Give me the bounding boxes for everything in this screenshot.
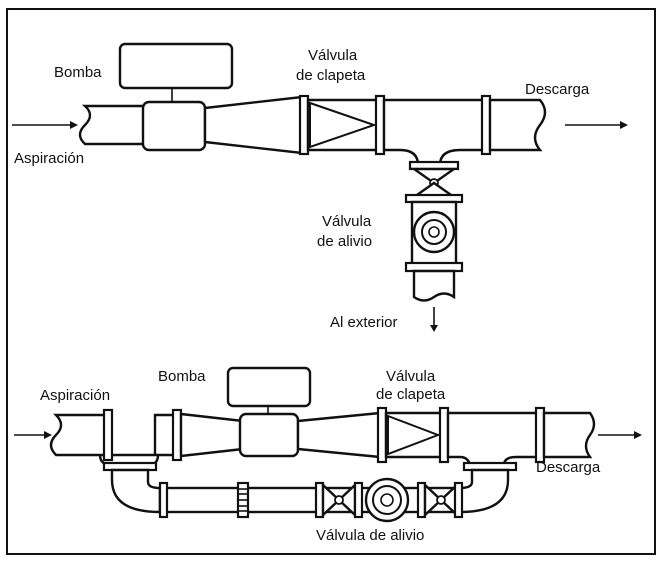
flange (453, 481, 464, 519)
check-valve-label-line2: de clapeta (296, 67, 366, 84)
bypass-pipe (158, 486, 462, 514)
outlet-arrow (598, 431, 642, 439)
relief-valve-label-line1: Válvula (322, 213, 372, 230)
check-valve-label-line1: Válvula (386, 368, 436, 385)
check-valve-label-line2: de clapeta (376, 386, 446, 403)
outside-label: Al exterior (330, 314, 398, 331)
suction-label: Aspiración (40, 387, 110, 404)
reducer-cone (179, 412, 245, 458)
top-diagram: Bomba Válvula de clapeta Descarga Aspira… (12, 42, 628, 332)
pump-motor (226, 366, 312, 408)
bottom-diagram: Aspiración Bomba Válvula de clapeta Desc… (14, 366, 642, 544)
flange (353, 481, 364, 519)
drain-pipe (412, 269, 456, 302)
pump-body (238, 412, 300, 458)
bypass-elbow-right (458, 468, 510, 514)
suction-label: Aspiración (14, 150, 84, 167)
check-valve-label-line1: Válvula (308, 47, 358, 64)
relief-valve-label-line2: de alivio (317, 233, 372, 250)
discharge-label: Descarga (536, 459, 601, 476)
inlet-arrow (14, 431, 52, 439)
suction-pipe (78, 104, 147, 146)
bypass-elbow-left (110, 468, 162, 514)
relief-valve-upper (410, 167, 458, 185)
outlet-arrow (565, 121, 628, 129)
flange (102, 408, 114, 462)
discharge-pipe (488, 98, 547, 152)
pump-label: Bomba (54, 64, 102, 81)
pump-body (141, 100, 207, 152)
expander-cone (203, 95, 304, 155)
discharge-tee (446, 411, 542, 467)
check-valve-disc (387, 414, 441, 456)
drain-arrow (430, 307, 438, 332)
discharge-pipe (542, 411, 596, 459)
tee-fitting (382, 98, 486, 167)
relief-valve-label: Válvula de alivio (316, 527, 424, 544)
check-valve-disc (309, 101, 378, 149)
pump-label: Bomba (158, 368, 206, 385)
discharge-label: Descarga (525, 81, 590, 98)
flange (158, 481, 169, 519)
pump-motor (118, 42, 234, 90)
expander-cone (296, 411, 382, 459)
inlet-arrow (12, 121, 78, 129)
